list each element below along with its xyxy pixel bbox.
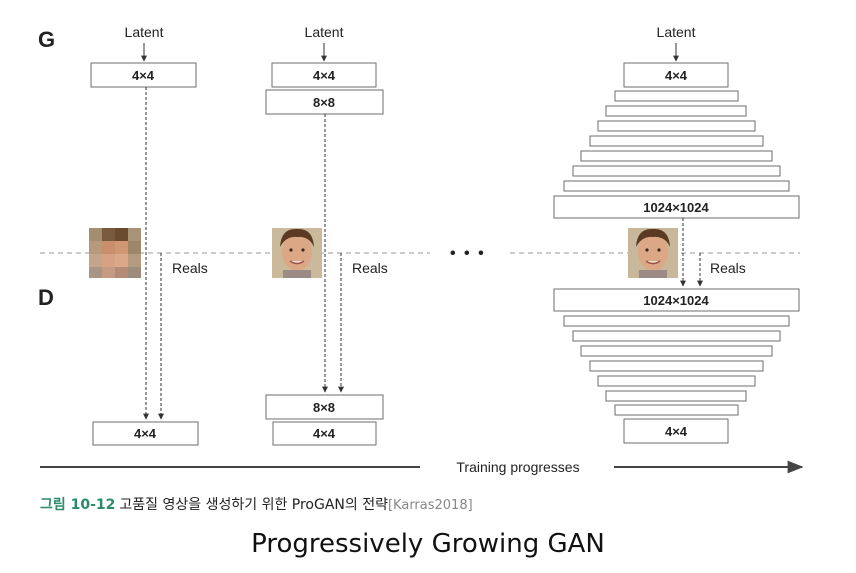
face-icon: [272, 228, 322, 278]
d-block-8x8: [265, 394, 384, 420]
d-layer: [614, 404, 739, 416]
d-layer: [589, 360, 764, 372]
reals-label: Reals: [710, 260, 746, 276]
d-block-4x4-label: 4×4: [313, 426, 336, 441]
d-block-4x4: [623, 418, 729, 444]
latent-label: Latent: [305, 24, 344, 40]
g-layer: [572, 165, 781, 177]
progan-diagram: G D • • • Latent 4×4 Reals 4×4 Latent: [38, 24, 804, 475]
column-stage-final: Latent 4×4 1024×1024 Reals 1024×1024: [553, 24, 800, 444]
g-block-1024: [553, 195, 800, 219]
g-block-1024-label: 1024×1024: [643, 200, 709, 215]
ellipsis: • • •: [450, 245, 486, 262]
d-block-1024: [553, 288, 800, 312]
d-block-4x4-label: 4×4: [665, 424, 688, 439]
g-block-8x8: [265, 89, 384, 115]
latent-label: Latent: [125, 24, 164, 40]
d-block-4x4: [92, 421, 199, 446]
discriminator-label: D: [38, 285, 54, 310]
d-block-4x4: [272, 421, 377, 446]
d-layer: [597, 375, 756, 387]
d-block-8x8-label: 8×8: [313, 400, 335, 415]
slide-subtitle: Progressively Growing GAN: [251, 529, 605, 559]
g-block-4x4-label: 4×4: [132, 68, 155, 83]
g-block-4x4: [271, 62, 377, 88]
reals-label: Reals: [352, 260, 388, 276]
g-block-8x8-label: 8×8: [313, 95, 335, 110]
training-label: Training progresses: [456, 459, 579, 475]
g-layer: [563, 180, 790, 192]
face-icon: [628, 228, 678, 278]
column-stage-1: Latent 4×4 Reals 4×4: [89, 24, 208, 446]
caption-reference: [Karras2018]: [387, 498, 473, 513]
d-layer: [605, 390, 747, 402]
g-layer: [597, 120, 756, 132]
g-layer: [589, 135, 764, 147]
g-block-4x4-label: 4×4: [665, 68, 688, 83]
d-block-1024-label: 1024×1024: [643, 293, 709, 308]
g-layer: [614, 90, 739, 102]
reals-label: Reals: [172, 260, 208, 276]
g-block-4x4: [623, 62, 729, 88]
latent-label: Latent: [657, 24, 696, 40]
face-icon-low-res: [89, 228, 141, 278]
g-block-4x4: [90, 62, 197, 88]
d-layer: [572, 330, 781, 342]
d-layer: [580, 345, 773, 357]
d-layer: [563, 315, 790, 327]
figure-number: 그림 10-12: [40, 497, 116, 513]
generator-label: G: [38, 27, 55, 52]
column-stage-2: Latent 4×4 8×8 Reals 8×8 4×4: [265, 24, 388, 446]
caption-text: 고품질 영상을 생성하기 위한 ProGAN의 전략: [119, 497, 388, 513]
g-block-4x4-label: 4×4: [313, 68, 336, 83]
g-layer: [605, 105, 747, 117]
g-layer: [580, 150, 773, 162]
d-block-4x4-label: 4×4: [134, 426, 157, 441]
